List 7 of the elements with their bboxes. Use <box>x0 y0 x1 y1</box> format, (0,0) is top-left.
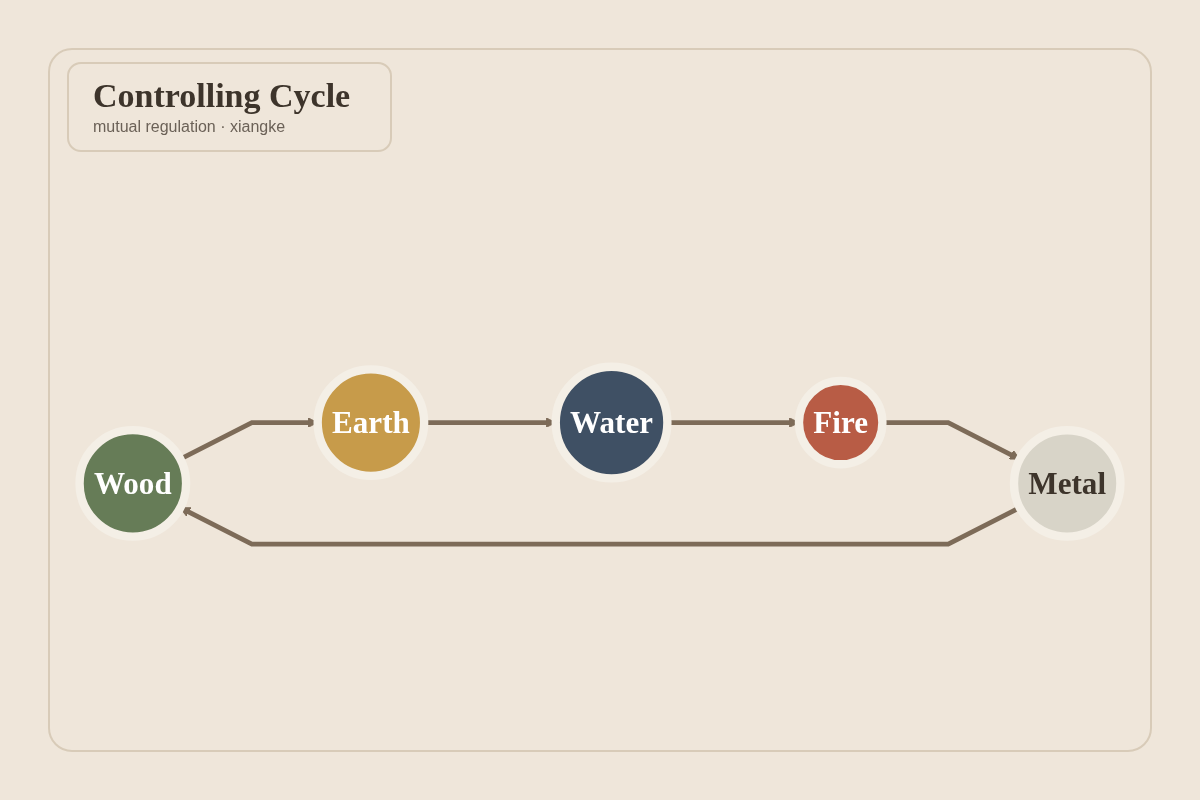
subtitle: mutual regulation · xiangke <box>93 117 287 137</box>
title: Controlling Cycle <box>93 76 351 116</box>
node-circle: Fire <box>794 376 887 468</box>
node-circle: Water <box>551 362 672 483</box>
node-circle: Earth <box>313 364 429 480</box>
node-circle: Wood <box>75 425 191 541</box>
node-circle: Metal <box>1009 425 1125 541</box>
